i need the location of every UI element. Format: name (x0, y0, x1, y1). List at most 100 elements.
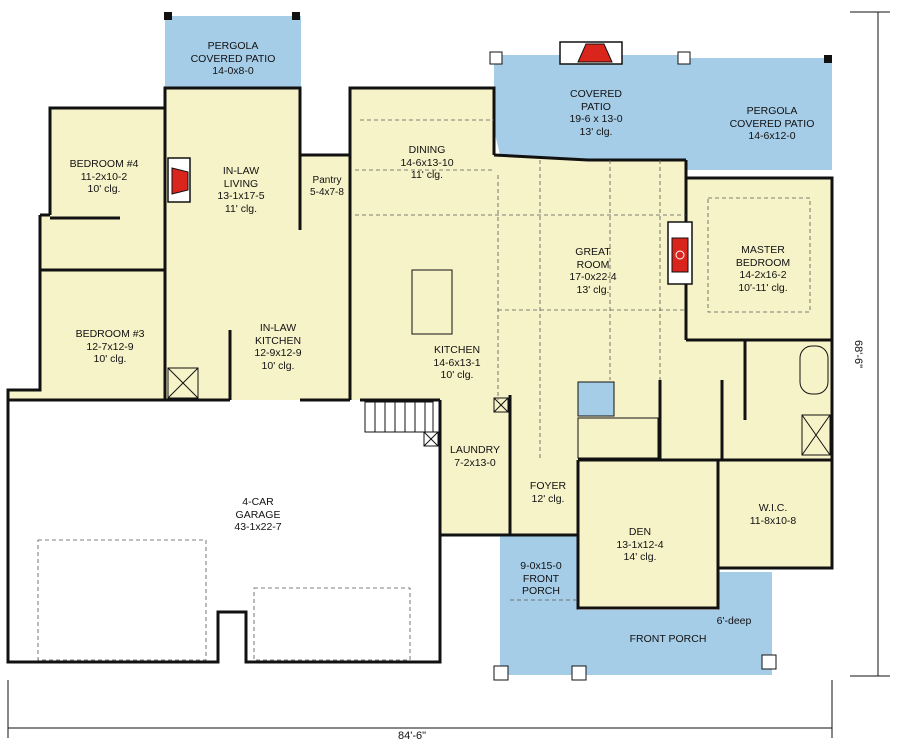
post (489, 51, 503, 65)
room-name: LIVING (223, 177, 259, 190)
house-footprint (8, 88, 832, 608)
room-size: 5-4x7-8 (310, 187, 344, 198)
room-label-front-porch-small: 9-0x15-0 FRONT PORCH (520, 560, 561, 598)
room-label-master: MASTER BEDROOM 14-2x16-2 10'-11' clg. (736, 244, 790, 294)
room-size: 14-6x13-1 (433, 356, 481, 369)
room-ceiling: 13' clg. (576, 283, 610, 296)
room-size: 9-0x15-0 (520, 560, 562, 572)
outdoor-areas (165, 16, 832, 675)
dimension-lines (7, 11, 890, 738)
garage-door-1 (37, 539, 207, 661)
room-name: BEDROOM #4 (69, 158, 139, 170)
room-name: FOYER (529, 480, 567, 492)
room-ceiling: 10' clg. (261, 359, 295, 372)
porch-depth: 6'-deep (716, 615, 752, 627)
garage-doors (37, 539, 411, 661)
room-ceiling: 11' clg. (410, 169, 444, 181)
room-name: GARAGE (235, 508, 281, 521)
room-label-garage: 4-CAR GARAGE 43-1x22-7 (234, 496, 281, 534)
room-name: Pantry (312, 175, 342, 186)
pergola-right-area (686, 58, 832, 170)
room-label-bedroom4: BEDROOM #4 11-2x10-2 10' clg. (70, 158, 139, 196)
garage-door-2 (253, 587, 411, 661)
stair-lower (364, 401, 434, 433)
room-size: 11-2x10-2 (80, 170, 128, 183)
room-name: FRONT PORCH (629, 633, 707, 645)
room-name: BEDROOM #3 (75, 328, 145, 340)
room-name: IN-LAW (259, 322, 297, 334)
room-ceiling: 10'-11' clg. (738, 281, 788, 294)
room-label-inlaw-kitchen: IN-LAW KITCHEN 12-9x12-9 10' clg. (254, 322, 301, 372)
room-name: FRONT (522, 572, 560, 585)
post (164, 12, 172, 20)
room-name: KITCHEN (433, 344, 481, 356)
post (493, 665, 509, 681)
room-size: 7-2x13-0 (454, 456, 496, 469)
tub (799, 345, 829, 395)
fireplace-great-fire (671, 237, 689, 273)
room-ceiling: 10' clg. (87, 183, 121, 195)
room-ceiling: 13' clg. (579, 125, 613, 138)
room-ceiling: 12' clg. (531, 492, 565, 505)
fireplaces (167, 41, 693, 285)
room-ceiling: 14' clg. (623, 551, 657, 563)
room-name: COVERED PATIO (729, 117, 815, 130)
room-label-covered-patio: COVERED PATIO 19-6 x 13-0 13' clg. (569, 88, 622, 138)
room-size: 13-1x17-5 (217, 190, 265, 202)
stairs (364, 381, 659, 459)
room-label-inlaw-living: IN-LAW LIVING 13-1x17-5 11' clg. (217, 165, 264, 215)
room-name: PERGOLA (207, 40, 259, 52)
front-porch-area (500, 535, 772, 675)
room-size: 17-0x22-4 (569, 271, 617, 283)
room-label-front-porch: FRONT PORCH (630, 633, 707, 646)
room-name: DEN (628, 526, 652, 538)
kitchen-island (411, 269, 453, 335)
room-name: PERGOLA (746, 105, 798, 117)
pergola-left-area (165, 16, 301, 96)
room-name: COVERED (570, 88, 622, 100)
room-size: 14-6x12-0 (748, 130, 796, 142)
room-ceiling: 10' clg. (93, 353, 127, 365)
room-label-laundry: LAUNDRY 7-2x13-0 (450, 444, 500, 469)
room-ceiling: 11' clg. (224, 202, 258, 215)
room-name: PATIO (581, 100, 611, 113)
room-name: LAUNDRY (450, 444, 500, 456)
room-label-foyer: FOYER 12' clg. (530, 480, 566, 505)
room-label-bedroom3: BEDROOM #3 12-7x12-9 10' clg. (76, 328, 145, 366)
room-size: 13-1x12-4 (616, 538, 664, 551)
fireplace-patio-fire (577, 43, 613, 63)
room-size: 14-2x16-2 (739, 269, 787, 281)
overall-depth: 68'-6" (852, 340, 864, 369)
room-label-pergola-left: PERGOLA COVERED PATIO 14-0x8-0 (191, 40, 276, 78)
post (292, 12, 300, 20)
room-size: 14-6x13-10 (400, 156, 454, 169)
room-name: IN-LAW (222, 165, 260, 177)
room-name: 4-CAR (242, 496, 274, 508)
post (761, 654, 777, 670)
post (824, 55, 832, 63)
room-name: GREAT (575, 246, 611, 258)
room-size: 12-9x12-9 (254, 347, 302, 359)
ceiling-lines (355, 119, 811, 601)
room-name: DINING (408, 144, 446, 156)
room-name: BEDROOM (735, 256, 791, 269)
covered-patio-area (494, 55, 690, 160)
room-label-dining: DINING 14-6x13-10 11' clg. (400, 144, 453, 182)
post (571, 665, 587, 681)
room-label-den: DEN 13-1x12-4 14' clg. (616, 526, 663, 564)
room-label-pergola-right: PERGOLA COVERED PATIO 14-6x12-0 (730, 105, 815, 143)
room-name: MASTER (741, 244, 785, 256)
room-name: ROOM (576, 258, 610, 271)
fixtures (167, 269, 831, 456)
room-label-wic: W.I.C. 11-8x10-8 (750, 502, 797, 527)
room-label-great-room: GREAT ROOM 17-0x22-4 13' clg. (569, 246, 616, 296)
room-name: PORCH (522, 585, 560, 597)
shower (801, 414, 831, 456)
room-size: 11-8x10-8 (749, 514, 797, 527)
garage-floor (8, 400, 440, 662)
posts (164, 12, 832, 681)
stair-opening (577, 381, 615, 417)
overall-width: 84'-6" (398, 730, 427, 742)
walls (6, 86, 834, 664)
